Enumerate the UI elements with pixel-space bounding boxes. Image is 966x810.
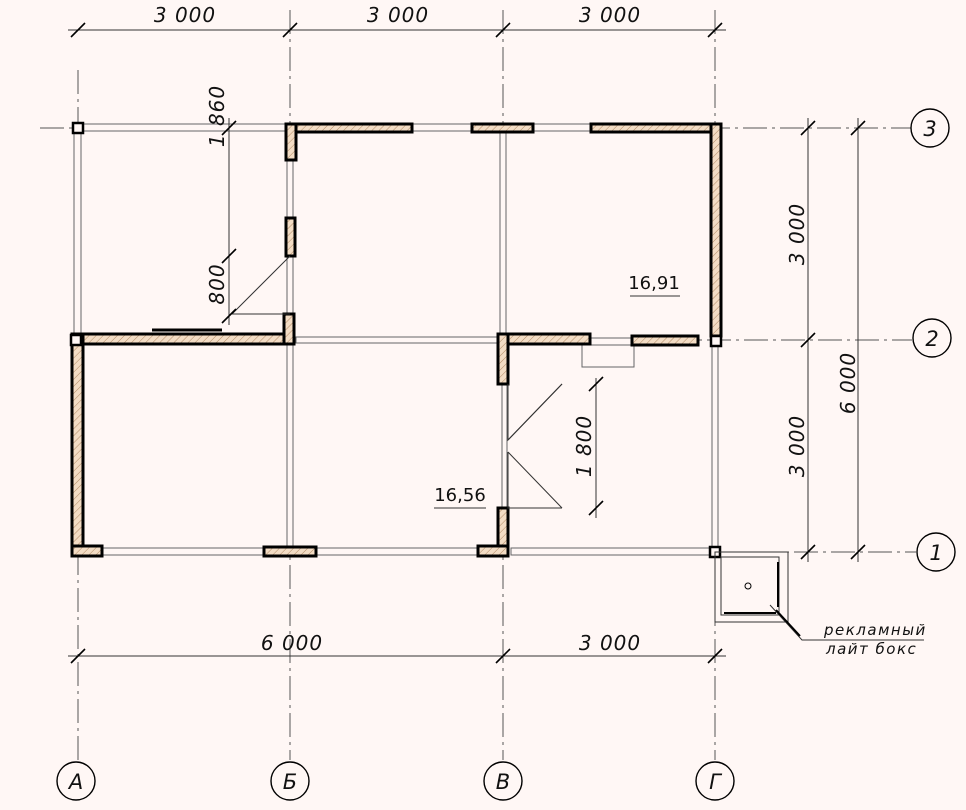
- wall-axis2-left: [72, 332, 294, 346]
- glazing-bottom-mid: [315, 547, 479, 556]
- wall-a-lower: [70, 332, 85, 556]
- axis-bubble-b: [270, 761, 310, 801]
- wall-bottom-mid: [262, 545, 318, 558]
- axis-label-2: 2: [925, 327, 938, 351]
- dim-right-2: 3 000: [785, 415, 809, 477]
- wall-axis2-right: [630, 334, 700, 347]
- glazing-top-right: [532, 123, 592, 132]
- door-swings: [230, 255, 563, 509]
- light-box-label-1: рекламный: [823, 621, 927, 639]
- wall-b-mid: [284, 216, 297, 258]
- axis-label-3: 3: [923, 117, 936, 141]
- wall-b-top: [284, 122, 298, 162]
- dimension-bottom: 6 000 3 000: [68, 631, 726, 664]
- room-areas: 16,91 16,56: [434, 273, 680, 509]
- axis-label-a: А: [67, 770, 83, 794]
- dim-top-2: 3 000: [367, 3, 429, 27]
- room-area-lower: 16,56: [434, 485, 486, 506]
- wall-b-stub: [282, 312, 296, 346]
- dim-top-1: 3 000: [154, 3, 216, 27]
- light-box-outer: [714, 551, 789, 623]
- door-leaf-2: [507, 451, 563, 509]
- door-leaf-1: [507, 383, 563, 441]
- dimension-right: 3 000 3 000 6 000: [785, 118, 866, 562]
- axis-bubble-2: [912, 318, 952, 358]
- window-sill: [581, 344, 635, 368]
- axis-bubble-v: [483, 761, 523, 801]
- wall-top-mid: [470, 122, 535, 134]
- dim-right-1: 3 000: [785, 203, 809, 265]
- wall-v-top: [496, 332, 510, 386]
- door-swing-v-2: [507, 452, 562, 509]
- post-g2: [709, 334, 723, 348]
- dim-bottom-2: 3 000: [579, 631, 641, 655]
- glazing-top-left: [77, 123, 291, 132]
- dim-1800: 1 800: [572, 415, 596, 477]
- axis-bubble-3: [910, 108, 950, 148]
- post-a3: [71, 121, 85, 135]
- wall-g-upper: [709, 122, 723, 338]
- glazing-left-upper: [73, 127, 82, 337]
- light-box-center: [744, 582, 752, 590]
- wall-axis2-v: [496, 332, 592, 346]
- light-box: рекламный лайт бокс: [714, 551, 927, 658]
- wall-v-foot: [476, 544, 510, 558]
- frame-v-door: [501, 383, 508, 509]
- axis-bubble-a: [56, 761, 96, 801]
- dim-top-3: 3 000: [579, 3, 641, 27]
- axis-markers-bottom: А Б В Г: [56, 761, 735, 801]
- frame-b-lower: [286, 344, 294, 552]
- door-swing-b: [230, 255, 291, 315]
- frame-axis2-mid: [295, 336, 501, 344]
- axis-label-g: Г: [709, 770, 723, 794]
- glazing-bottom-right: [510, 547, 712, 556]
- dim-1860: 1 860: [205, 85, 229, 147]
- axis-label-1: 1: [929, 541, 942, 565]
- dimension-inner: 1 860 800 1 800: [205, 85, 604, 518]
- axis-bubble-1: [916, 532, 956, 572]
- frame-axis2-right: [589, 337, 633, 346]
- axis-label-v: В: [496, 770, 510, 794]
- wall-top-right: [589, 122, 721, 134]
- walls: [70, 122, 723, 558]
- post-a2: [69, 333, 83, 347]
- frame-g-lower: [711, 345, 719, 551]
- frame-b-mid: [286, 255, 294, 317]
- frame-b-upper: [286, 159, 294, 219]
- light-box-inner: [720, 556, 780, 616]
- axis-markers-right: 3 2 1: [910, 108, 956, 572]
- dimension-top: 3 000 3 000 3 000: [68, 3, 726, 38]
- dim-right-total: 6 000: [836, 352, 860, 414]
- room-area-upper: 16,91: [628, 273, 680, 294]
- wall-bottom-corner: [70, 544, 104, 558]
- dim-800: 800: [205, 263, 229, 304]
- glazing-top-middle: [411, 123, 473, 132]
- wall-top-left: [284, 122, 414, 134]
- frame-v-upper: [499, 130, 507, 335]
- axis-bubble-g: [695, 761, 735, 801]
- dim-bottom-1: 6 000: [261, 631, 323, 655]
- light-box-label-2: лайт бокс: [825, 640, 917, 658]
- light-box-leader: [769, 604, 924, 641]
- glazing-bottom-left: [99, 547, 267, 556]
- axis-label-b: Б: [283, 770, 297, 794]
